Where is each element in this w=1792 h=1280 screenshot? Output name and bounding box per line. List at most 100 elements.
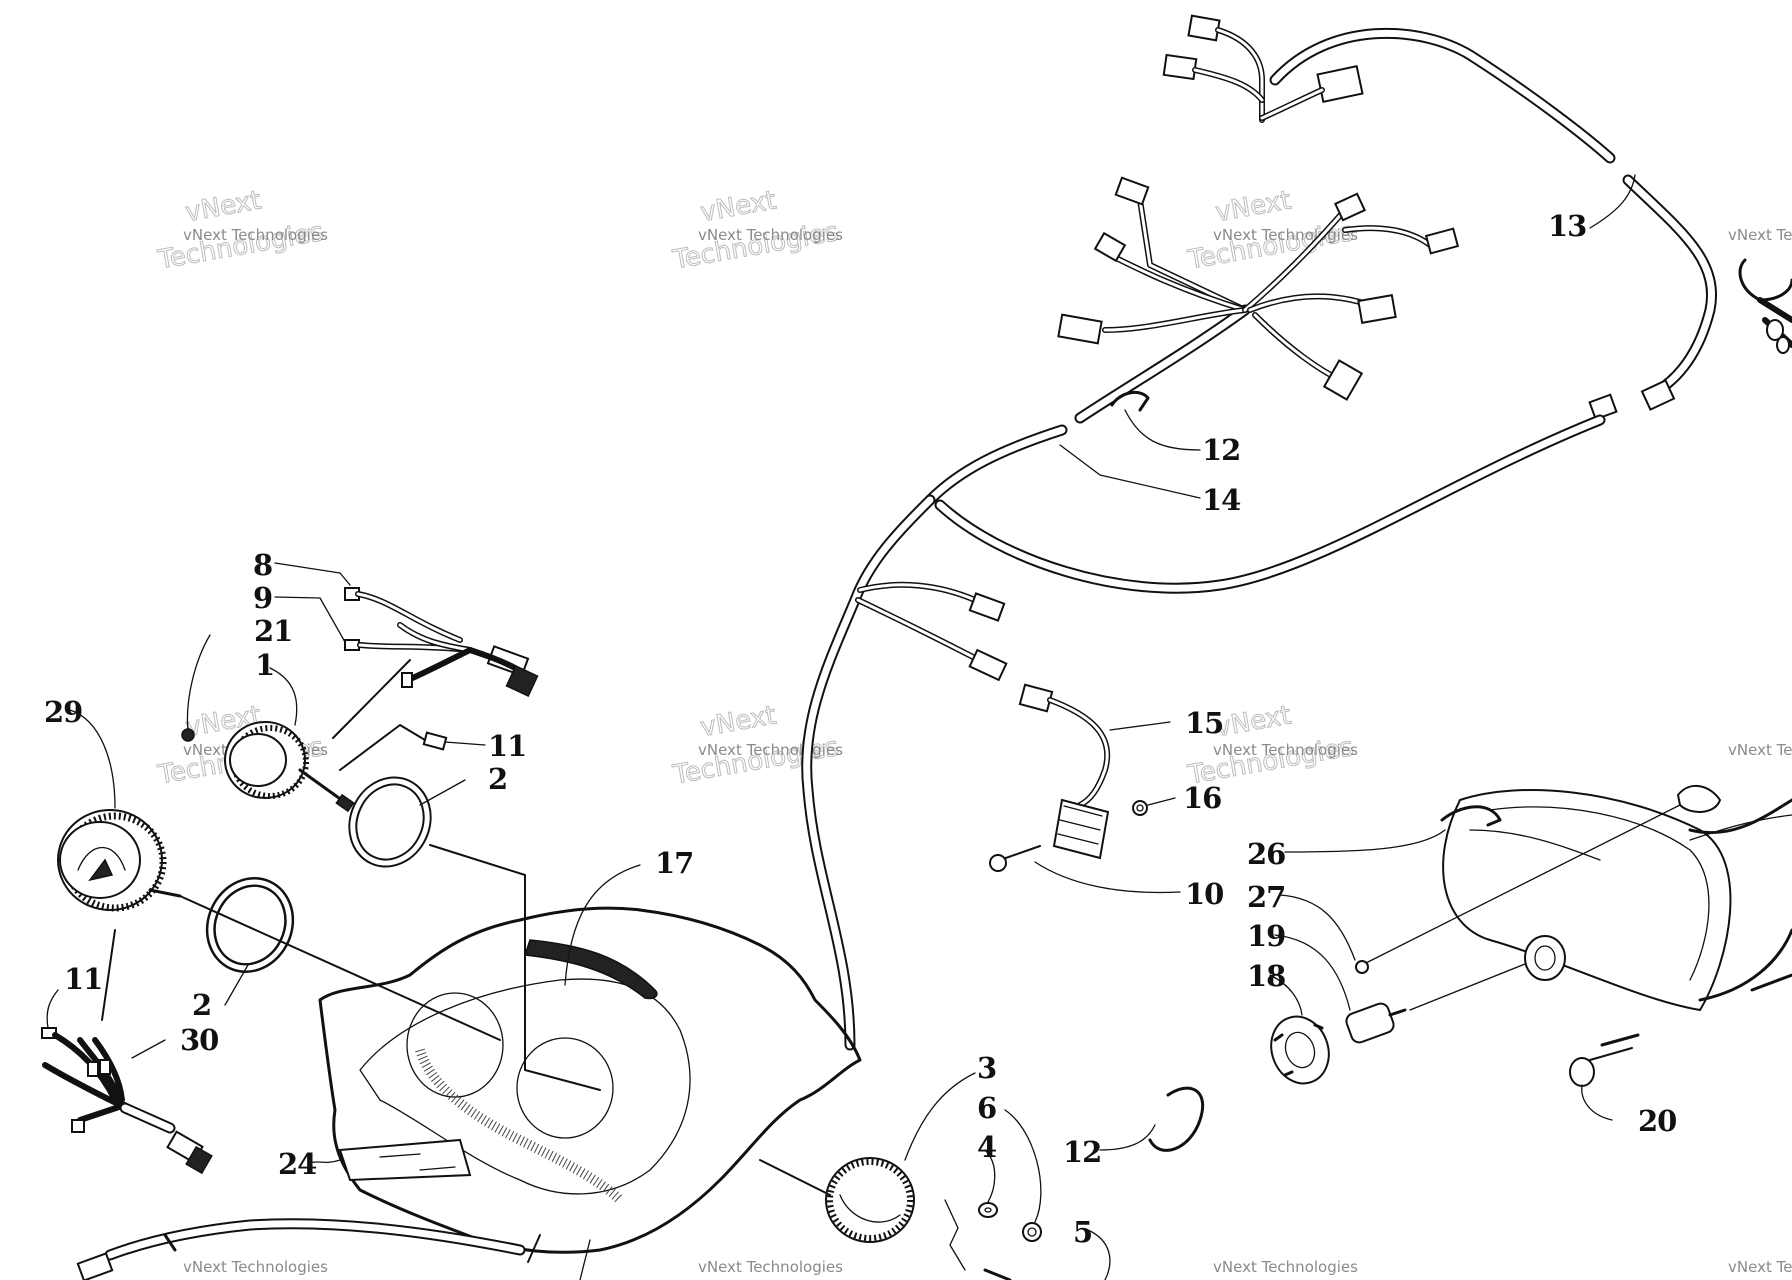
reflector-edge: [1698, 928, 1792, 1002]
reflector-edge: [1688, 798, 1792, 835]
indicator-lamp-assembly: [759, 1157, 1042, 1280]
leader-line: [579, 1239, 591, 1280]
watermark-text: vNext Technologies: [1213, 1258, 1358, 1276]
connector-icon: [76, 1252, 114, 1280]
bolt-head-icon: [989, 854, 1007, 872]
callout-4: 4: [977, 1130, 996, 1164]
nut-icon: [1132, 800, 1148, 816]
dash-ridge: [523, 939, 658, 1000]
leader-line: [1361, 804, 1681, 966]
bezel-ring: [205, 877, 295, 973]
connector-icon: [1187, 14, 1221, 42]
callout-26: 26: [1247, 837, 1285, 871]
callout-leaders: [46, 174, 1636, 1280]
connector-icon: [422, 731, 448, 751]
gasket-icon: [1676, 785, 1722, 813]
leader-line: [332, 659, 411, 739]
watermark-text: vNext Technologies: [698, 741, 843, 759]
gauge-dial: [77, 846, 126, 871]
headlight-bulb: [1345, 1002, 1395, 1044]
leader-10: [1034, 861, 1181, 894]
callout-18: 18: [1247, 959, 1285, 993]
right-edge-parts: [1738, 258, 1792, 354]
connector-icon: [1162, 53, 1198, 81]
leader-6: [1004, 1109, 1042, 1223]
sensor-assembly: [989, 683, 1148, 872]
callout-3: 3: [977, 1051, 996, 1085]
callout-13: 13: [1548, 209, 1586, 243]
callout-1: 1: [255, 648, 274, 682]
leader-27: [1279, 894, 1356, 961]
callout-17: 17: [655, 846, 693, 880]
harness-branch-hub: [1057, 176, 1460, 412]
main-wiring-harness: [801, 14, 1717, 1051]
clamp-partial: [1738, 258, 1792, 302]
leader-29: [69, 709, 116, 809]
retainer-clip: [1440, 805, 1502, 827]
leader-line: [339, 724, 426, 771]
callout-6: 6: [977, 1091, 996, 1125]
bezel-ring: [348, 776, 432, 868]
callout-20: 24: [278, 1147, 316, 1181]
leader-line: [179, 895, 501, 1041]
callout-8: 8: [253, 548, 272, 582]
callout-30: 30: [180, 1023, 218, 1057]
nut-icon: [1022, 1222, 1042, 1242]
leader-line: [101, 929, 116, 1021]
connector-icon: [505, 664, 539, 698]
dash-housing: [318, 906, 862, 1254]
gauge-opening: [406, 992, 504, 1098]
watermark-text: vNext Te: [1728, 226, 1792, 244]
bracket-icon: [944, 1199, 966, 1271]
watermark-text: vNext Technologies: [698, 1258, 843, 1276]
decal-label: [338, 1138, 472, 1182]
watermark-large: vNext: [698, 700, 778, 743]
watermark-large: vNext: [183, 185, 263, 228]
leader-2: [224, 964, 249, 1006]
leader-8: [274, 562, 351, 586]
connector-icon: [968, 648, 1008, 682]
adjust-screw: [1600, 1033, 1640, 1047]
bulb-icon: [181, 728, 195, 742]
leader-15: [1109, 721, 1171, 731]
leader-12: [1124, 409, 1201, 451]
callout-12: 12: [1063, 1135, 1101, 1169]
leader-line: [759, 1159, 831, 1196]
leader-24: [1581, 1084, 1613, 1121]
lower-wire: [76, 1218, 526, 1280]
watermark-text: vNext Technologies: [183, 226, 328, 244]
gauge-harness-lower: [41, 929, 213, 1175]
screw-head-icon: [1569, 1057, 1595, 1087]
connector-icon: [1057, 313, 1103, 345]
callout-24: 20: [1638, 1104, 1676, 1138]
leader-5: [1087, 1229, 1111, 1280]
callout-labels: 13 12 14 15 16 10 17 24 8 9 21 1 11 2 29…: [44, 209, 1677, 1249]
callout-21: 19: [1247, 919, 1285, 953]
gauge-large: [57, 809, 182, 912]
callout-19: 21: [254, 614, 292, 648]
watermark-text: vNext Technologies: [698, 226, 843, 244]
watermark-text: vNext Te: [1728, 741, 1792, 759]
callout-9: 9: [253, 581, 272, 615]
leader-14: [1059, 444, 1201, 499]
leader-line: [1409, 961, 1531, 1011]
callout-16: 16: [1183, 781, 1221, 815]
connector-icon: [1640, 379, 1676, 411]
watermark-text: vNext Technologies: [1213, 741, 1358, 759]
gauge-opening: [516, 1037, 614, 1139]
callout-14: 14: [1202, 483, 1240, 517]
bolt-shaft: [999, 845, 1041, 861]
leader-26: [1284, 829, 1446, 853]
leader-3: [904, 1072, 976, 1161]
watermark-text: vNext Te: [1728, 1258, 1792, 1276]
callout-11: 11: [488, 729, 526, 763]
leader-1: [269, 667, 298, 726]
connector-icon: [1588, 393, 1618, 421]
connector-icon: [1424, 227, 1460, 255]
connector-icon: [1316, 64, 1364, 104]
callout-29: 29: [44, 695, 82, 729]
gauge-stud: [148, 888, 182, 898]
leader-11: [444, 741, 486, 746]
